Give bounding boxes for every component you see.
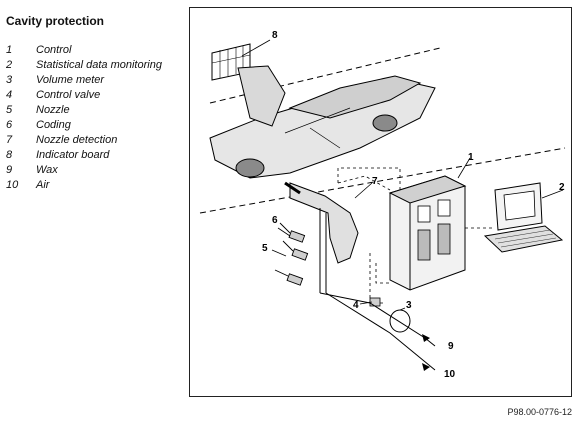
legend-number: 8 <box>6 148 13 161</box>
legend-item: 6 Coding <box>6 117 186 132</box>
callout-1: 1 <box>468 152 474 163</box>
legend-item: 7 Nozzle detection <box>6 132 186 147</box>
legend-list: 1 Control 2 Statistical data monitoring … <box>6 42 186 192</box>
legend-number: 4 <box>6 88 13 101</box>
legend-label: Air <box>36 178 50 191</box>
leader-line-3 <box>399 307 406 311</box>
spray-gun-graphic <box>284 181 359 293</box>
nozzle-graphics <box>274 222 309 286</box>
callout-6: 6 <box>272 215 278 226</box>
callout-9: 9 <box>448 341 454 352</box>
callout-3: 3 <box>406 300 412 311</box>
hose-lines <box>319 292 436 371</box>
legend-number: 6 <box>6 118 13 131</box>
legend-number: 7 <box>6 133 13 146</box>
legend-item: 2 Statistical data monitoring <box>6 57 186 72</box>
legend-label: Wax <box>36 163 58 176</box>
computer-graphic <box>483 182 564 253</box>
legend-label: Indicator board <box>36 148 110 161</box>
legend-number: 3 <box>6 73 13 86</box>
car-body-graphic <box>209 65 436 179</box>
floor-lines <box>199 47 566 214</box>
legend-label: Control valve <box>36 88 101 101</box>
legend-label: Statistical data monitoring <box>36 58 162 71</box>
legend-item: 5 Nozzle <box>6 102 186 117</box>
legend-item: 9 Wax <box>6 162 186 177</box>
legend-item: 3 Volume meter <box>6 72 186 87</box>
legend-label: Nozzle <box>36 103 70 116</box>
callout-7: 7 <box>372 176 378 187</box>
callout-10: 10 <box>444 369 456 380</box>
leader-line-5 <box>271 249 287 257</box>
legend-item: 4 Control valve <box>6 87 186 102</box>
legend-label: Coding <box>36 118 71 131</box>
leader-line-2 <box>541 189 564 199</box>
legend-item: 1 Control <box>6 42 186 57</box>
leader-line-1 <box>457 157 471 179</box>
leader-line-7 <box>354 182 373 199</box>
legend-number: 1 <box>6 43 13 56</box>
legend-number: 9 <box>6 163 13 176</box>
leader-line-4 <box>359 301 373 305</box>
legend-number: 10 <box>6 178 19 191</box>
callout-5: 5 <box>262 243 268 254</box>
callout-4: 4 <box>353 300 359 311</box>
legend-label: Control <box>36 43 72 56</box>
leader-line-8 <box>241 39 271 57</box>
legend-number: 5 <box>6 103 13 116</box>
leader-line-6 <box>277 227 291 237</box>
control-cabinet-graphic <box>388 175 467 291</box>
legend-item: 10 Air <box>6 177 186 192</box>
legend-label: Volume meter <box>36 73 105 86</box>
legend-label: Nozzle detection <box>36 133 118 146</box>
valve-and-meter-graphic <box>369 297 411 333</box>
callout-2: 2 <box>559 182 565 193</box>
legend-number: 2 <box>6 58 13 71</box>
figure-code: P98.00-0776-12 <box>507 407 572 417</box>
page-title: Cavity protection <box>6 14 105 28</box>
cavity-protection-diagram: 8 1 2 7 6 5 4 3 9 10 <box>199 30 566 380</box>
flow-arrows <box>422 334 430 371</box>
diagram-frame: 8 1 2 7 6 5 4 3 9 10 <box>189 7 572 397</box>
callout-8: 8 <box>272 30 278 41</box>
legend-item: 8 Indicator board <box>6 147 186 162</box>
